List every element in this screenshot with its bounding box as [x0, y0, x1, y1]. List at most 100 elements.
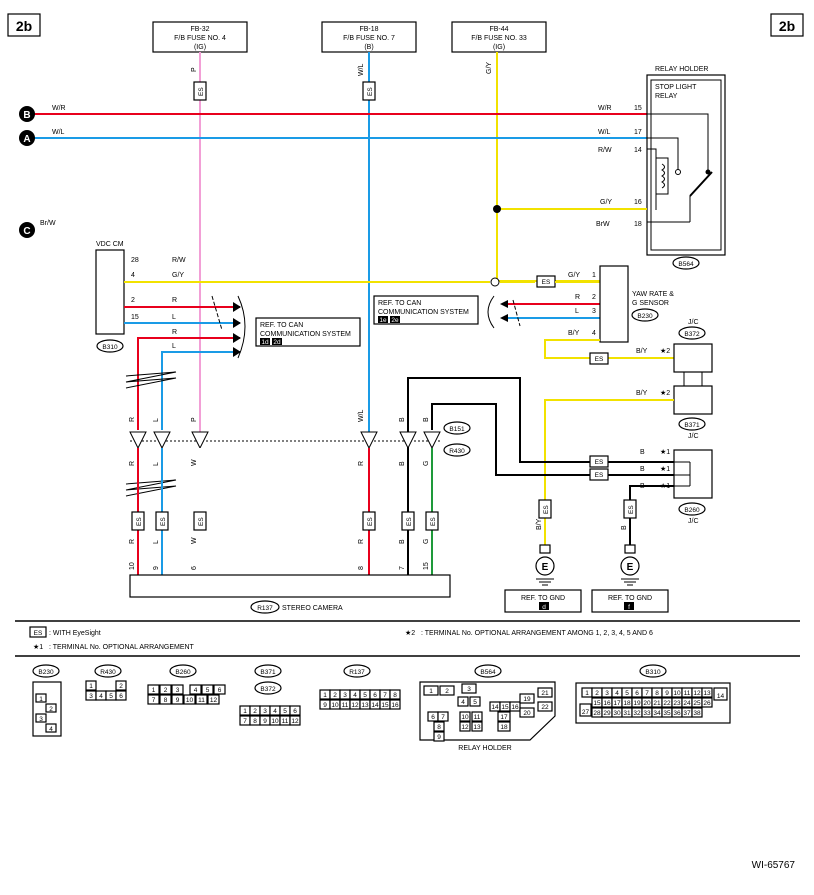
svg-text:15: 15	[634, 105, 642, 112]
pin-number: 2	[595, 690, 599, 697]
svg-text:L: L	[172, 314, 176, 321]
pin-number: 2	[253, 708, 257, 715]
svg-text:4: 4	[592, 330, 596, 337]
pin-number: 2	[164, 687, 168, 694]
pin-cell	[207, 694, 220, 705]
svg-text:ES: ES	[595, 356, 604, 363]
pin-cell	[289, 715, 301, 726]
pin-number: 12	[291, 718, 299, 725]
pin-number: 4	[194, 687, 198, 694]
svg-text:B/Y: B/Y	[636, 390, 648, 397]
svg-text:B: B	[399, 539, 406, 544]
svg-text:A: A	[23, 134, 30, 145]
pin-number: 17	[613, 700, 621, 707]
svg-text:B564: B564	[678, 261, 694, 268]
es-tag: ES	[362, 81, 376, 101]
pin-number: 9	[263, 718, 267, 725]
svg-text:d: d	[542, 604, 546, 611]
wire-cross-point	[490, 277, 500, 287]
svg-text:★1: ★1	[33, 643, 43, 651]
pin-number: 7	[243, 718, 247, 725]
svg-text:RELAY HOLDER: RELAY HOLDER	[655, 66, 708, 73]
relay-holder: RELAY HOLDER STOP LIGHT RELAY	[646, 66, 726, 256]
twisted-pair-icon	[125, 371, 177, 389]
pin-number: 10	[461, 714, 469, 721]
pin-number: 10	[331, 702, 339, 709]
pin-cell	[691, 707, 703, 718]
svg-text:R430: R430	[449, 448, 465, 455]
pin-number: 32	[633, 710, 641, 717]
svg-text:C: C	[23, 226, 30, 237]
svg-text:R/W: R/W	[598, 147, 612, 154]
svg-text:REF. TO GND: REF. TO GND	[608, 595, 652, 602]
es-tag: ES	[193, 81, 207, 101]
svg-text:15: 15	[131, 314, 139, 321]
svg-text:ES: ES	[543, 505, 550, 514]
pin-number: 6	[218, 687, 222, 694]
svg-text:B310: B310	[102, 344, 118, 351]
svg-text:2e: 2e	[391, 317, 399, 324]
svg-text:B: B	[423, 417, 430, 422]
fuse-fb18: FB-18 F/B FUSE NO. 7 (B)	[321, 21, 417, 53]
svg-text:R: R	[172, 297, 177, 304]
es-tag: ES	[362, 511, 376, 531]
pin-number: 3	[605, 690, 609, 697]
svg-text:R: R	[129, 539, 136, 544]
svg-text:STOP LIGHT: STOP LIGHT	[655, 84, 697, 91]
svg-text:W/L: W/L	[358, 63, 365, 76]
svg-text:G SENSOR: G SENSOR	[632, 300, 669, 307]
arrow-icon	[233, 302, 241, 357]
svg-text:: TERMINAL No. OPTIONAL ARRANG: : TERMINAL No. OPTIONAL ARRANGEMENT	[49, 644, 195, 651]
pin-number: 11	[282, 718, 289, 725]
pin-number: 14	[717, 693, 725, 700]
pin-number: 35	[663, 710, 671, 717]
pin-number: 24	[683, 700, 691, 707]
pin-number: 13	[361, 702, 369, 709]
svg-text:R: R	[129, 461, 136, 466]
svg-text:P: P	[191, 417, 198, 422]
svg-text:L: L	[575, 308, 579, 315]
pin-cell	[389, 699, 401, 710]
pin-cell	[423, 685, 439, 696]
svg-text:R: R	[358, 461, 365, 466]
es-tag: ES	[131, 511, 145, 531]
pin-number: 5	[206, 687, 210, 694]
svg-text:28: 28	[131, 257, 139, 264]
pin-number: 15	[381, 702, 389, 709]
svg-text:R: R	[172, 329, 177, 336]
svg-text:(IG): (IG)	[194, 44, 206, 51]
splice-point	[493, 205, 501, 213]
svg-text:J/C: J/C	[688, 433, 699, 440]
svg-text:B/Y: B/Y	[636, 348, 648, 355]
pin-number: 3	[467, 686, 471, 693]
pin-number: 30	[613, 710, 621, 717]
pin-number: 28	[593, 710, 601, 717]
svg-text:3: 3	[89, 693, 93, 700]
pin-number: 6	[293, 708, 297, 715]
svg-text:F/B FUSE NO. 4: F/B FUSE NO. 4	[174, 35, 226, 42]
pin-cell	[189, 684, 202, 695]
svg-text:F/B FUSE NO. 7: F/B FUSE NO. 7	[343, 35, 395, 42]
svg-text:9: 9	[153, 566, 160, 570]
pin-number: 33	[643, 710, 651, 717]
pin-number: 1	[323, 692, 327, 699]
svg-text:6: 6	[119, 693, 123, 700]
svg-text:1: 1	[89, 683, 93, 690]
pin-number: 13	[703, 690, 711, 697]
pin-number: 14	[491, 704, 499, 711]
es-tag: ES	[425, 511, 439, 531]
bus-a-marker: A	[19, 130, 35, 146]
svg-text:ES: ES	[430, 517, 437, 526]
arrow-icon	[500, 300, 508, 322]
page-ref-right: 2b	[770, 13, 804, 37]
svg-text:★2: ★2	[660, 389, 670, 397]
es-tag: ES	[538, 499, 552, 519]
svg-text:VDC CM: VDC CM	[96, 241, 124, 248]
vdc-cm: VDC CM B310	[95, 241, 125, 353]
svg-text:B: B	[621, 525, 628, 530]
pin-number: 5	[473, 699, 477, 706]
svg-text:18: 18	[634, 221, 642, 228]
pin-cell	[183, 694, 196, 705]
